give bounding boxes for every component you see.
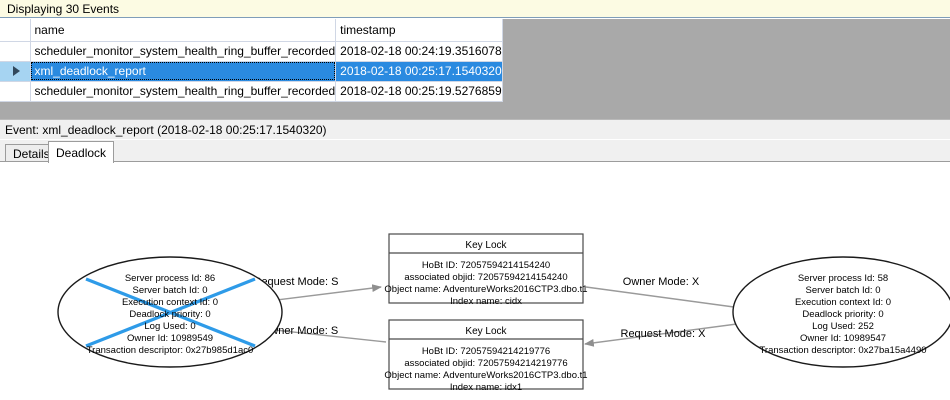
column-header-timestamp[interactable]: timestamp [335,19,503,42]
status-bar: Displaying 30 Events [0,0,950,18]
process-ellipse [732,256,950,368]
process-line: Transaction descriptor: 0x27b985d1ac0 [87,345,254,356]
process-line: Server process Id: 58 [798,273,888,284]
resource-box [388,233,584,304]
resource-title: Key Lock [465,326,507,337]
edge-label: Owner Mode: X [623,276,700,288]
resource-line: HoBt ID: 72057594214219776 [422,346,550,357]
events-table[interactable]: name timestamp scheduler_monitor_system_… [0,19,503,102]
cell-name[interactable]: xml_deadlock_report [30,61,337,82]
process-line: Deadlock priority: 0 [802,309,883,320]
process-line: Server batch Id: 0 [806,285,881,296]
process-line: Server batch Id: 0 [133,285,208,296]
cell-timestamp[interactable]: 2018-02-18 00:24:19.3516078 [335,41,503,62]
resource-box [388,319,584,390]
row-selector-cell[interactable] [0,81,31,102]
process-line: Owner Id: 10989549 [127,333,213,344]
edge-top-owner-right[interactable]: Owner Mode: X [585,276,757,313]
deadlock-graph-canvas[interactable]: Request Mode: S Owner Mode: X Owner Mode… [0,161,950,400]
edge-line [585,286,757,313]
edge-label: Owner Mode: S [262,325,338,337]
row-selector-arrow-icon [13,66,21,76]
edge-label: Request Mode: X [621,328,707,340]
edge-line [584,321,753,347]
events-table-body[interactable]: scheduler_monitor_system_health_ring_buf… [0,41,503,102]
resource-line: associated objid: 72057594214219776 [404,358,567,369]
events-table-header: name timestamp [0,19,503,42]
resource-line: HoBt ID: 72057594214154240 [422,260,550,271]
process-line: Deadlock priority: 0 [129,309,210,320]
table-row-selected[interactable]: xml_deadlock_report 2018-02-18 00:25:17.… [0,61,503,82]
cell-name[interactable]: scheduler_monitor_system_health_ring_buf… [30,81,337,102]
resource-node-keylock-bottom[interactable]: Key Lock HoBt ID: 72057594214219776 asso… [384,319,588,393]
tab-strip[interactable]: Details Deadlock [0,140,950,163]
cell-timestamp[interactable]: 2018-02-18 00:25:17.1540320 [335,61,503,82]
process-line: Transaction descriptor: 0x27ba15a4490 [759,345,926,356]
deadlock-victim-cross-icon [85,277,256,348]
tab-deadlock[interactable]: Deadlock [48,141,115,163]
cell-timestamp[interactable]: 2018-02-18 00:25:19.5276859 [335,81,503,102]
table-row[interactable]: scheduler_monitor_system_health_ring_buf… [0,81,503,102]
process-node-right[interactable]: Server process Id: 58 Server batch Id: 0… [732,256,950,368]
cell-name[interactable]: scheduler_monitor_system_health_ring_buf… [30,41,337,62]
edge-right-request-bottom[interactable]: Request Mode: X [584,321,753,347]
process-line: Log Used: 252 [812,321,874,332]
process-line: Log Used: 0 [144,321,195,332]
resource-line: associated objid: 72057594214154240 [404,272,567,283]
process-line: Owner Id: 10989547 [800,333,886,344]
table-header-row: name timestamp [0,19,503,42]
status-bar-label: Displaying 30 Events [7,2,120,16]
event-detail-header-label: Event: xml_deadlock_report (2018-02-18 0… [5,123,327,137]
process-node-left[interactable]: Server process Id: 86 Server batch Id: 0… [57,256,283,368]
resource-node-keylock-top[interactable]: Key Lock HoBt ID: 72057594214154240 asso… [384,233,588,307]
row-selector-cell[interactable] [0,61,31,82]
process-line: Execution context Id: 0 [795,297,891,308]
resource-line: Index name: idx1 [450,382,522,393]
resource-line: Index name: cidx [450,296,522,307]
column-header-selector[interactable] [0,19,31,42]
process-line: Server process Id: 86 [125,273,215,284]
resource-line: Object name: AdventureWorks2016CTP3.dbo.… [384,284,587,295]
process-line: Execution context Id: 0 [122,297,218,308]
table-row[interactable]: scheduler_monitor_system_health_ring_buf… [0,41,503,62]
row-selector-cell[interactable] [0,41,31,62]
edge-label: Request Mode: S [254,276,339,288]
events-grid[interactable]: name timestamp scheduler_monitor_system_… [0,19,950,119]
event-detail-header: Event: xml_deadlock_report (2018-02-18 0… [0,119,950,139]
resource-title: Key Lock [465,240,507,251]
resource-line: Object name: AdventureWorks2016CTP3.dbo.… [384,370,587,381]
column-header-name[interactable]: name [30,19,337,42]
